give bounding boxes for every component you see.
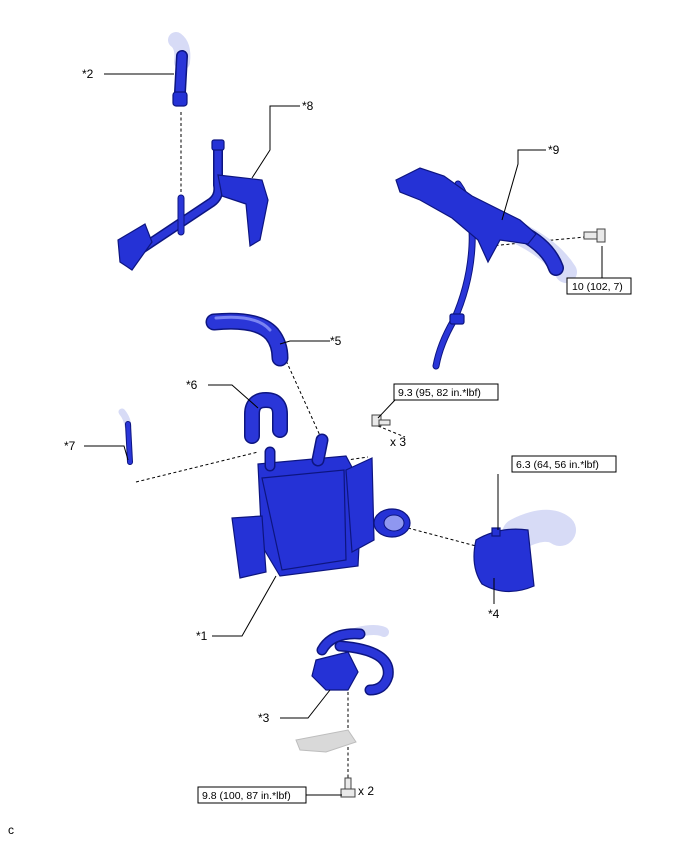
- callout-part-5: *5: [330, 334, 342, 348]
- bracket-part-9: [395, 167, 577, 370]
- bolt-x3-icon: [371, 414, 391, 427]
- torque-spec-6-3: 6.3 (64, 56 in.*lbf): [511, 455, 617, 473]
- pipe-assembly-part-3: [311, 625, 394, 696]
- callout-labels: *2 *8 *9 *5 *6 *7 *1 *4 *3: [64, 67, 560, 725]
- tube-part-7: [118, 408, 133, 465]
- callout-part-2: *2: [82, 67, 94, 81]
- torque-spec-10-text: 10 (102, 7): [572, 281, 623, 293]
- torque-spec-9-3: 9.3 (95, 82 in.*lbf): [393, 383, 499, 401]
- torque-spec-6-3-text: 6.3 (64, 56 in.*lbf): [516, 459, 599, 471]
- callout-part-3: *3: [258, 711, 270, 725]
- callout-part-9: *9: [548, 143, 560, 157]
- quantity-x2: x 2: [358, 784, 374, 798]
- elbow-hose-part-6: [244, 391, 288, 444]
- torque-spec-9-8: 9.8 (100, 87 in.*lbf): [197, 786, 307, 804]
- hose-part-2: [168, 32, 191, 107]
- grey-bracket: [295, 729, 357, 753]
- torque-spec-9-3-text: 9.3 (95, 82 in.*lbf): [398, 387, 481, 399]
- callout-part-1: *1: [196, 629, 208, 643]
- hose-part-4: [473, 509, 576, 593]
- callout-part-6: *6: [186, 378, 198, 392]
- pipe-bracket-part-8: [117, 139, 269, 271]
- callout-part-8: *8: [302, 99, 314, 113]
- air-hose-part-5: [205, 312, 289, 367]
- figure-code: c: [8, 823, 14, 837]
- alignment-lines: [135, 112, 586, 778]
- quantity-x3: x 3: [390, 435, 406, 449]
- bolt-part-9-icon: [583, 228, 606, 243]
- torque-spec-9-8-text: 9.8 (100, 87 in.*lbf): [202, 790, 291, 802]
- callout-leaders: [84, 73, 603, 796]
- intercooler-part-1: [231, 433, 411, 579]
- callout-part-4: *4: [488, 607, 500, 621]
- bolt-x2-icon: [340, 777, 356, 798]
- callout-part-7: *7: [64, 439, 76, 453]
- torque-spec-10: 10 (102, 7): [566, 277, 632, 295]
